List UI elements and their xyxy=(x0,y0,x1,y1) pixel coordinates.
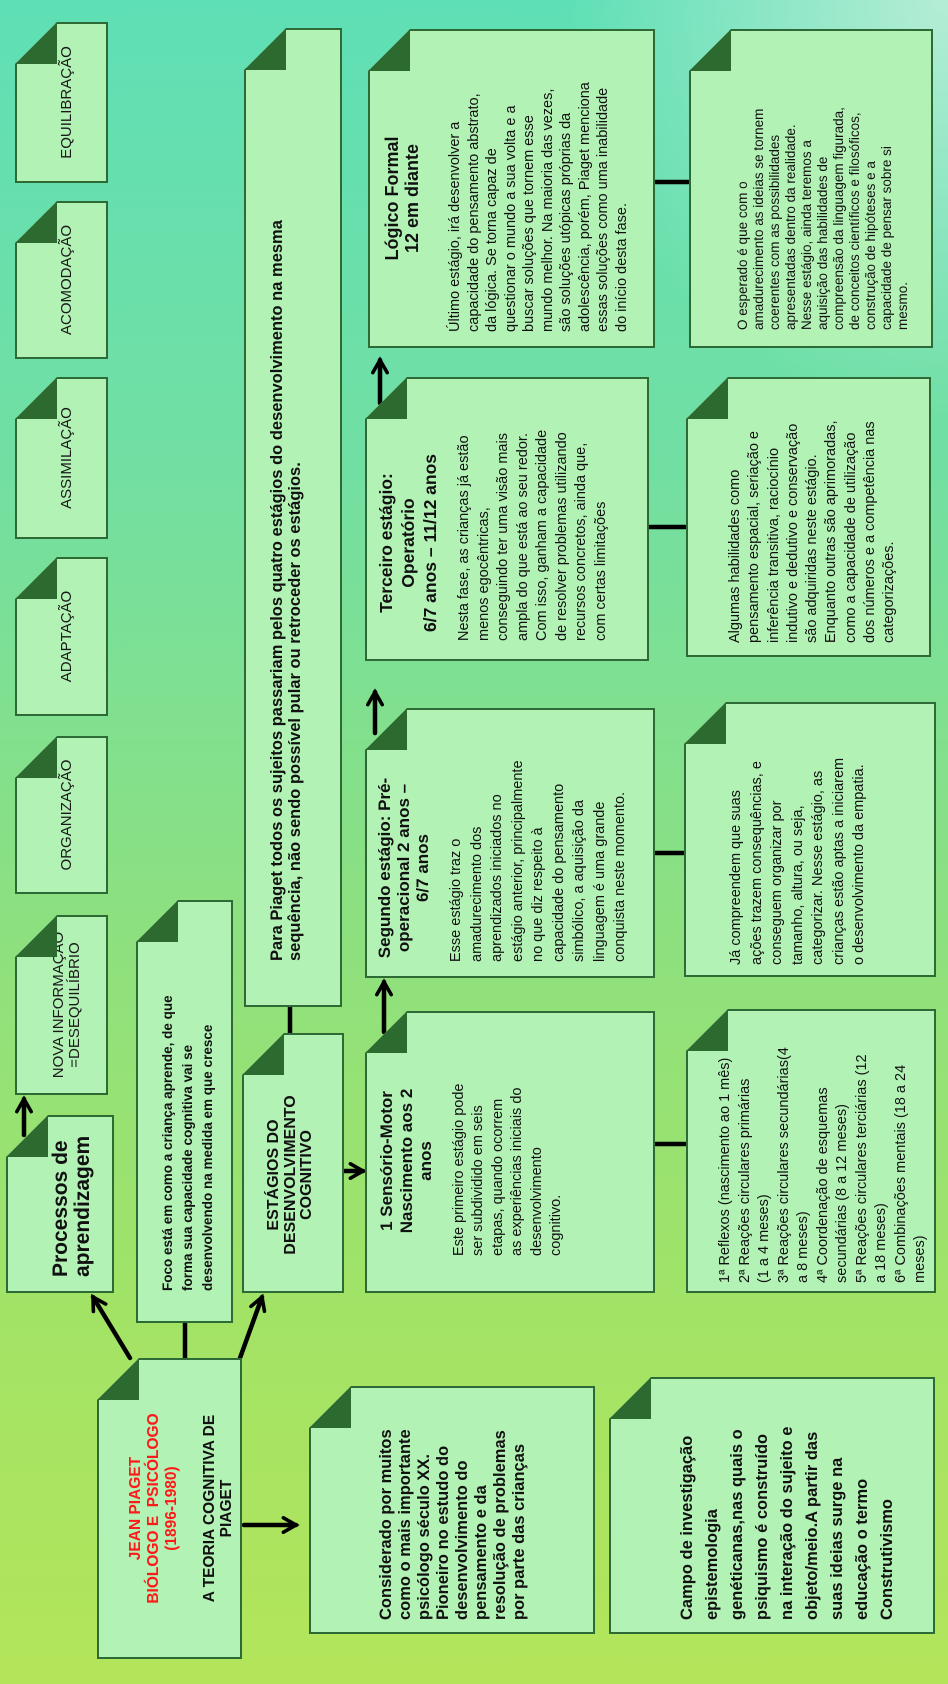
stage-logico-formal: Lógico Formal 12 em diante Último estági… xyxy=(368,29,655,348)
item-label: ACOMODAÇÃO xyxy=(57,225,75,336)
item-organizacao: ORGANIZAÇÃO xyxy=(15,736,108,894)
stage-detail: Algumas habilidades como pensamento espa… xyxy=(727,420,898,643)
arrow-root-to-processos xyxy=(90,1293,133,1361)
stage-pre-operacional: Segundo estágio: Pré- operacional 2 anos… xyxy=(365,708,655,978)
stage-body: Nesta fase, as crianças já estão menos e… xyxy=(456,429,609,641)
stage-logico-formal-detail: O esperado é que com o amadurecimento as… xyxy=(689,29,933,348)
stage-operatorio-detail: Algumas habilidades como pensamento espa… xyxy=(686,377,931,657)
stage-sensorio-motor: 1 Sensório-Motor Nascimento aos 2 anos E… xyxy=(365,1011,655,1293)
item-assimilacao: ASSIMILAÇÃO xyxy=(15,377,108,539)
estagios-node: ESTÁGIOS DO DESENVOLVIMENTO COGNITIVO xyxy=(242,1033,344,1293)
root-subtitle: A TEORIA COGNITIVA DE PIAGET xyxy=(201,1414,235,1603)
stage-sensorio-motor-detail: 1ª Reflexos (nascimento ao 1 mês) 2ª Rea… xyxy=(686,1009,936,1293)
processos-node: Processos de aprendizagem xyxy=(6,1115,114,1293)
root-title: JEAN PIAGET BIÓLOGO E PSICÓLOGO (1896-19… xyxy=(127,1413,180,1604)
stage-body: Esse estágio traz o amadurecimento dos a… xyxy=(448,760,628,962)
item-label: ASSIMILAÇÃO xyxy=(57,407,75,509)
stage-detail: Já compreendem que suas ações trazem con… xyxy=(728,757,867,965)
foco-text: Foco está em como a criança aprende, de … xyxy=(160,995,215,1291)
item-label: EQUILIBRAÇÃO xyxy=(57,46,75,159)
item-label: ORGANIZAÇÃO xyxy=(57,759,75,871)
item-acomodacao: ACOMODAÇÃO xyxy=(15,201,108,359)
root-node: JEAN PIAGET BIÓLOGO E PSICÓLOGO (1896-19… xyxy=(97,1358,242,1659)
processos-title: Processos de aprendizagem xyxy=(49,1135,94,1277)
estagios-title: ESTÁGIOS DO DESENVOLVIMENTO COGNITIVO xyxy=(265,1095,315,1255)
stage-body: Este primeiro estágio pode ser subdividi… xyxy=(450,1083,564,1256)
campo-node: Campo de investigação epistemologia gené… xyxy=(609,1377,935,1634)
item-equilibracao: EQUILIBRAÇÃO xyxy=(15,22,108,183)
foco-node: Foco está em como a criança aprende, de … xyxy=(136,900,233,1323)
stage-title: 1 Sensório-Motor Nascimento aos 2 anos xyxy=(377,1088,435,1234)
substages-list: 1ª Reflexos (nascimento ao 1 mês) 2ª Rea… xyxy=(717,1047,928,1283)
estagios-summary: Para Piaget todos os sujeitos passariam … xyxy=(244,28,342,1007)
campo-text: Campo de investigação epistemologia gené… xyxy=(678,1426,896,1620)
stage-pre-operacional-detail: Já compreendem que suas ações trazem con… xyxy=(684,702,936,977)
item-label: ADAPTAÇÃO xyxy=(57,590,75,683)
considerado-node: Considerado por muitos como o mais impor… xyxy=(309,1386,595,1634)
stage-title: Lógico Formal 12 em diante xyxy=(382,136,422,261)
arrow-root-to-estagios xyxy=(237,1293,267,1361)
summary-text: Para Piaget todos os sujeitos passariam … xyxy=(268,220,304,961)
stage-body: Último estágio, irá desenvolver a capaci… xyxy=(447,82,630,332)
item-adaptacao: ADAPTAÇÃO xyxy=(15,557,108,716)
stage-title: Terceiro estágio: Operatório 6/7 anos – … xyxy=(376,453,440,633)
item-nova-informacao: NOVA INFORMAÇÃO =DESEQUILÍBRIO xyxy=(15,915,108,1095)
item-label: NOVA INFORMAÇÃO =DESEQUILÍBRIO xyxy=(49,931,83,1079)
considerado-text: Considerado por muitos como o mais impor… xyxy=(377,1429,528,1620)
stage-operatorio: Terceiro estágio: Operatório 6/7 anos – … xyxy=(365,377,649,661)
stage-title: Segundo estágio: Pré- operacional 2 anos… xyxy=(375,777,432,959)
stage-detail: O esperado é que com o amadurecimento as… xyxy=(735,107,910,330)
